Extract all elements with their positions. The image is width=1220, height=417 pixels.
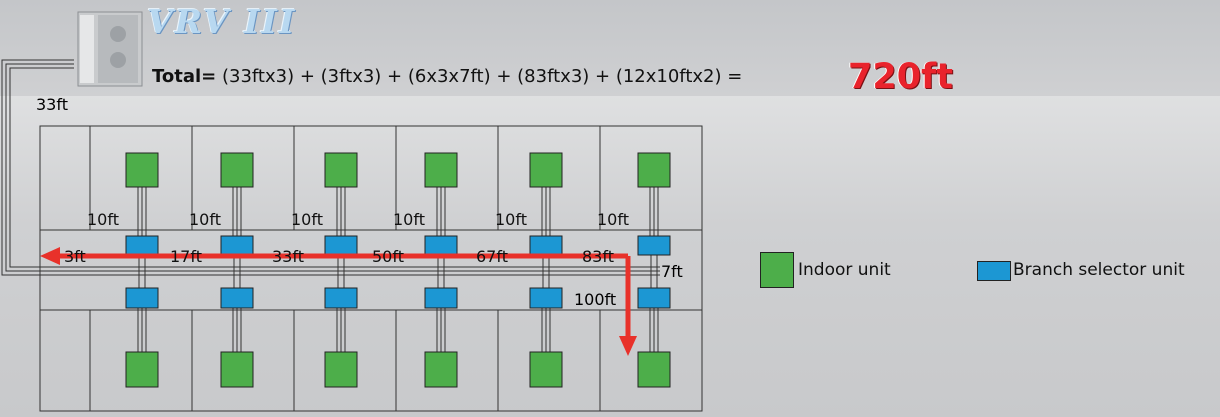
branch-selector-upper bbox=[529, 235, 563, 256]
legend-indoor-swatch bbox=[760, 252, 794, 288]
branch-drop-label: 10ft bbox=[87, 210, 119, 229]
main-run-label: 67ft bbox=[476, 247, 508, 266]
formula-expression: (33ftx3) + (3ftx3) + (6x3x7ft) + (83ftx3… bbox=[216, 66, 743, 87]
indoor-unit-lower bbox=[529, 351, 563, 388]
branch-selector-lower bbox=[637, 287, 671, 309]
branch-drop-label: 10ft bbox=[495, 210, 527, 229]
main-run-label: 33ft bbox=[272, 247, 304, 266]
branch-selector-lower bbox=[220, 287, 254, 309]
legend-indoor-label: Indoor unit bbox=[798, 260, 891, 280]
branch-selector-upper bbox=[637, 235, 671, 256]
indoor-unit-upper bbox=[220, 152, 254, 188]
indoor-unit-lower bbox=[424, 351, 458, 388]
main-run-label: 83ft bbox=[582, 247, 614, 266]
vrv-logo: VRV III bbox=[147, 2, 297, 41]
indoor-unit-lower bbox=[125, 351, 159, 388]
main-run-label: 50ft bbox=[372, 247, 404, 266]
riser-piping bbox=[1, 59, 660, 276]
header-band bbox=[0, 0, 1220, 96]
indoor-unit-lower bbox=[324, 351, 358, 388]
branch-selector-upper bbox=[125, 235, 159, 256]
riser-length-label: 33ft bbox=[36, 95, 68, 114]
path-arrow-left bbox=[40, 247, 60, 265]
indoor-unit-upper bbox=[324, 152, 358, 188]
branch-selector-upper bbox=[424, 235, 458, 256]
indoor-unit-upper bbox=[637, 152, 671, 188]
indoor-unit-lower bbox=[637, 351, 671, 388]
longest-path bbox=[40, 247, 637, 356]
path-end-length-label: 100ft bbox=[574, 290, 616, 309]
branch-selector-upper bbox=[324, 235, 358, 256]
branch-drop-label: 10ft bbox=[393, 210, 425, 229]
piping-length-formula: Total= (33ftx3) + (3ftx3) + (6x3x7ft) + … bbox=[152, 66, 742, 87]
corner-length-label: 7ft bbox=[661, 262, 683, 281]
branch-selector-lower bbox=[125, 287, 159, 309]
legend-bsu-label: Branch selector unit bbox=[1013, 260, 1185, 280]
unit-layer bbox=[125, 152, 671, 388]
outdoor-unit bbox=[77, 11, 143, 87]
room-lower bbox=[599, 309, 703, 412]
branch-selector-lower bbox=[424, 287, 458, 309]
room-grid bbox=[89, 125, 703, 412]
indoor-unit-upper bbox=[125, 152, 159, 188]
branch-selector-lower bbox=[324, 287, 358, 309]
indoor-unit-lower bbox=[220, 351, 254, 388]
formula-result: 720ft bbox=[848, 57, 954, 97]
branch-selector-lower bbox=[529, 287, 563, 309]
indoor-unit-upper bbox=[424, 152, 458, 188]
main-run-label: 17ft bbox=[170, 247, 202, 266]
branch-drop-label: 10ft bbox=[597, 210, 629, 229]
legend-bsu-swatch bbox=[977, 261, 1011, 281]
formula-lead: Total= bbox=[152, 66, 217, 87]
branch-drop-label: 10ft bbox=[189, 210, 221, 229]
main-run-label: 3ft bbox=[64, 247, 86, 266]
branch-drop-label: 10ft bbox=[291, 210, 323, 229]
indoor-unit-upper bbox=[529, 152, 563, 188]
branch-selector-upper bbox=[220, 235, 254, 256]
path-arrow-down bbox=[619, 336, 637, 356]
room-upper bbox=[599, 125, 703, 231]
